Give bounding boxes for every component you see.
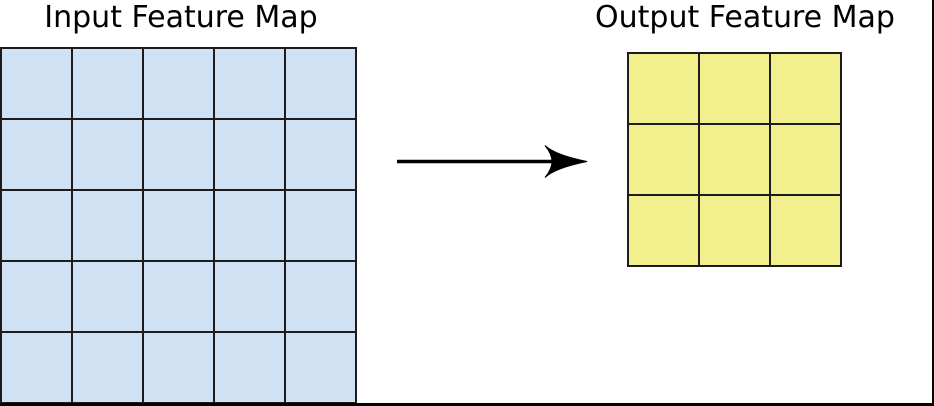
input-feature-cell [144, 191, 213, 260]
input-feature-cell [73, 333, 142, 402]
input-feature-cell [286, 262, 355, 331]
input-feature-cell [73, 262, 142, 331]
output-feature-cell [629, 196, 698, 265]
input-feature-cell [144, 333, 213, 402]
input-feature-cell [2, 49, 71, 118]
input-feature-cell [144, 262, 213, 331]
input-feature-cell [2, 120, 71, 189]
input-feature-cell [144, 49, 213, 118]
input-feature-cell [286, 191, 355, 260]
output-feature-cell [771, 125, 840, 194]
arrow-right-icon [397, 145, 588, 178]
input-feature-cell [73, 49, 142, 118]
output-feature-cell [700, 196, 769, 265]
input-feature-map-title: Input Feature Map [44, 0, 318, 35]
frame-border-right [932, 0, 934, 406]
output-feature-cell [771, 196, 840, 265]
input-feature-cell [215, 191, 284, 260]
input-feature-cell [2, 333, 71, 402]
output-feature-cell [700, 125, 769, 194]
input-feature-cell [73, 191, 142, 260]
output-feature-cell [629, 54, 698, 123]
input-feature-cell [73, 120, 142, 189]
input-feature-cell [215, 120, 284, 189]
input-feature-map-grid [0, 47, 357, 404]
output-feature-map-title: Output Feature Map [595, 0, 895, 35]
input-feature-cell [286, 333, 355, 402]
input-feature-cell [215, 49, 284, 118]
output-feature-cell [700, 54, 769, 123]
input-feature-cell [215, 333, 284, 402]
input-feature-cell [144, 120, 213, 189]
input-feature-cell [215, 262, 284, 331]
input-feature-cell [286, 120, 355, 189]
input-feature-cell [2, 191, 71, 260]
frame-border-bottom [0, 403, 934, 406]
output-feature-cell [771, 54, 840, 123]
output-feature-cell [629, 125, 698, 194]
input-feature-cell [286, 49, 355, 118]
input-feature-cell [2, 262, 71, 331]
output-feature-map-grid [627, 52, 842, 267]
